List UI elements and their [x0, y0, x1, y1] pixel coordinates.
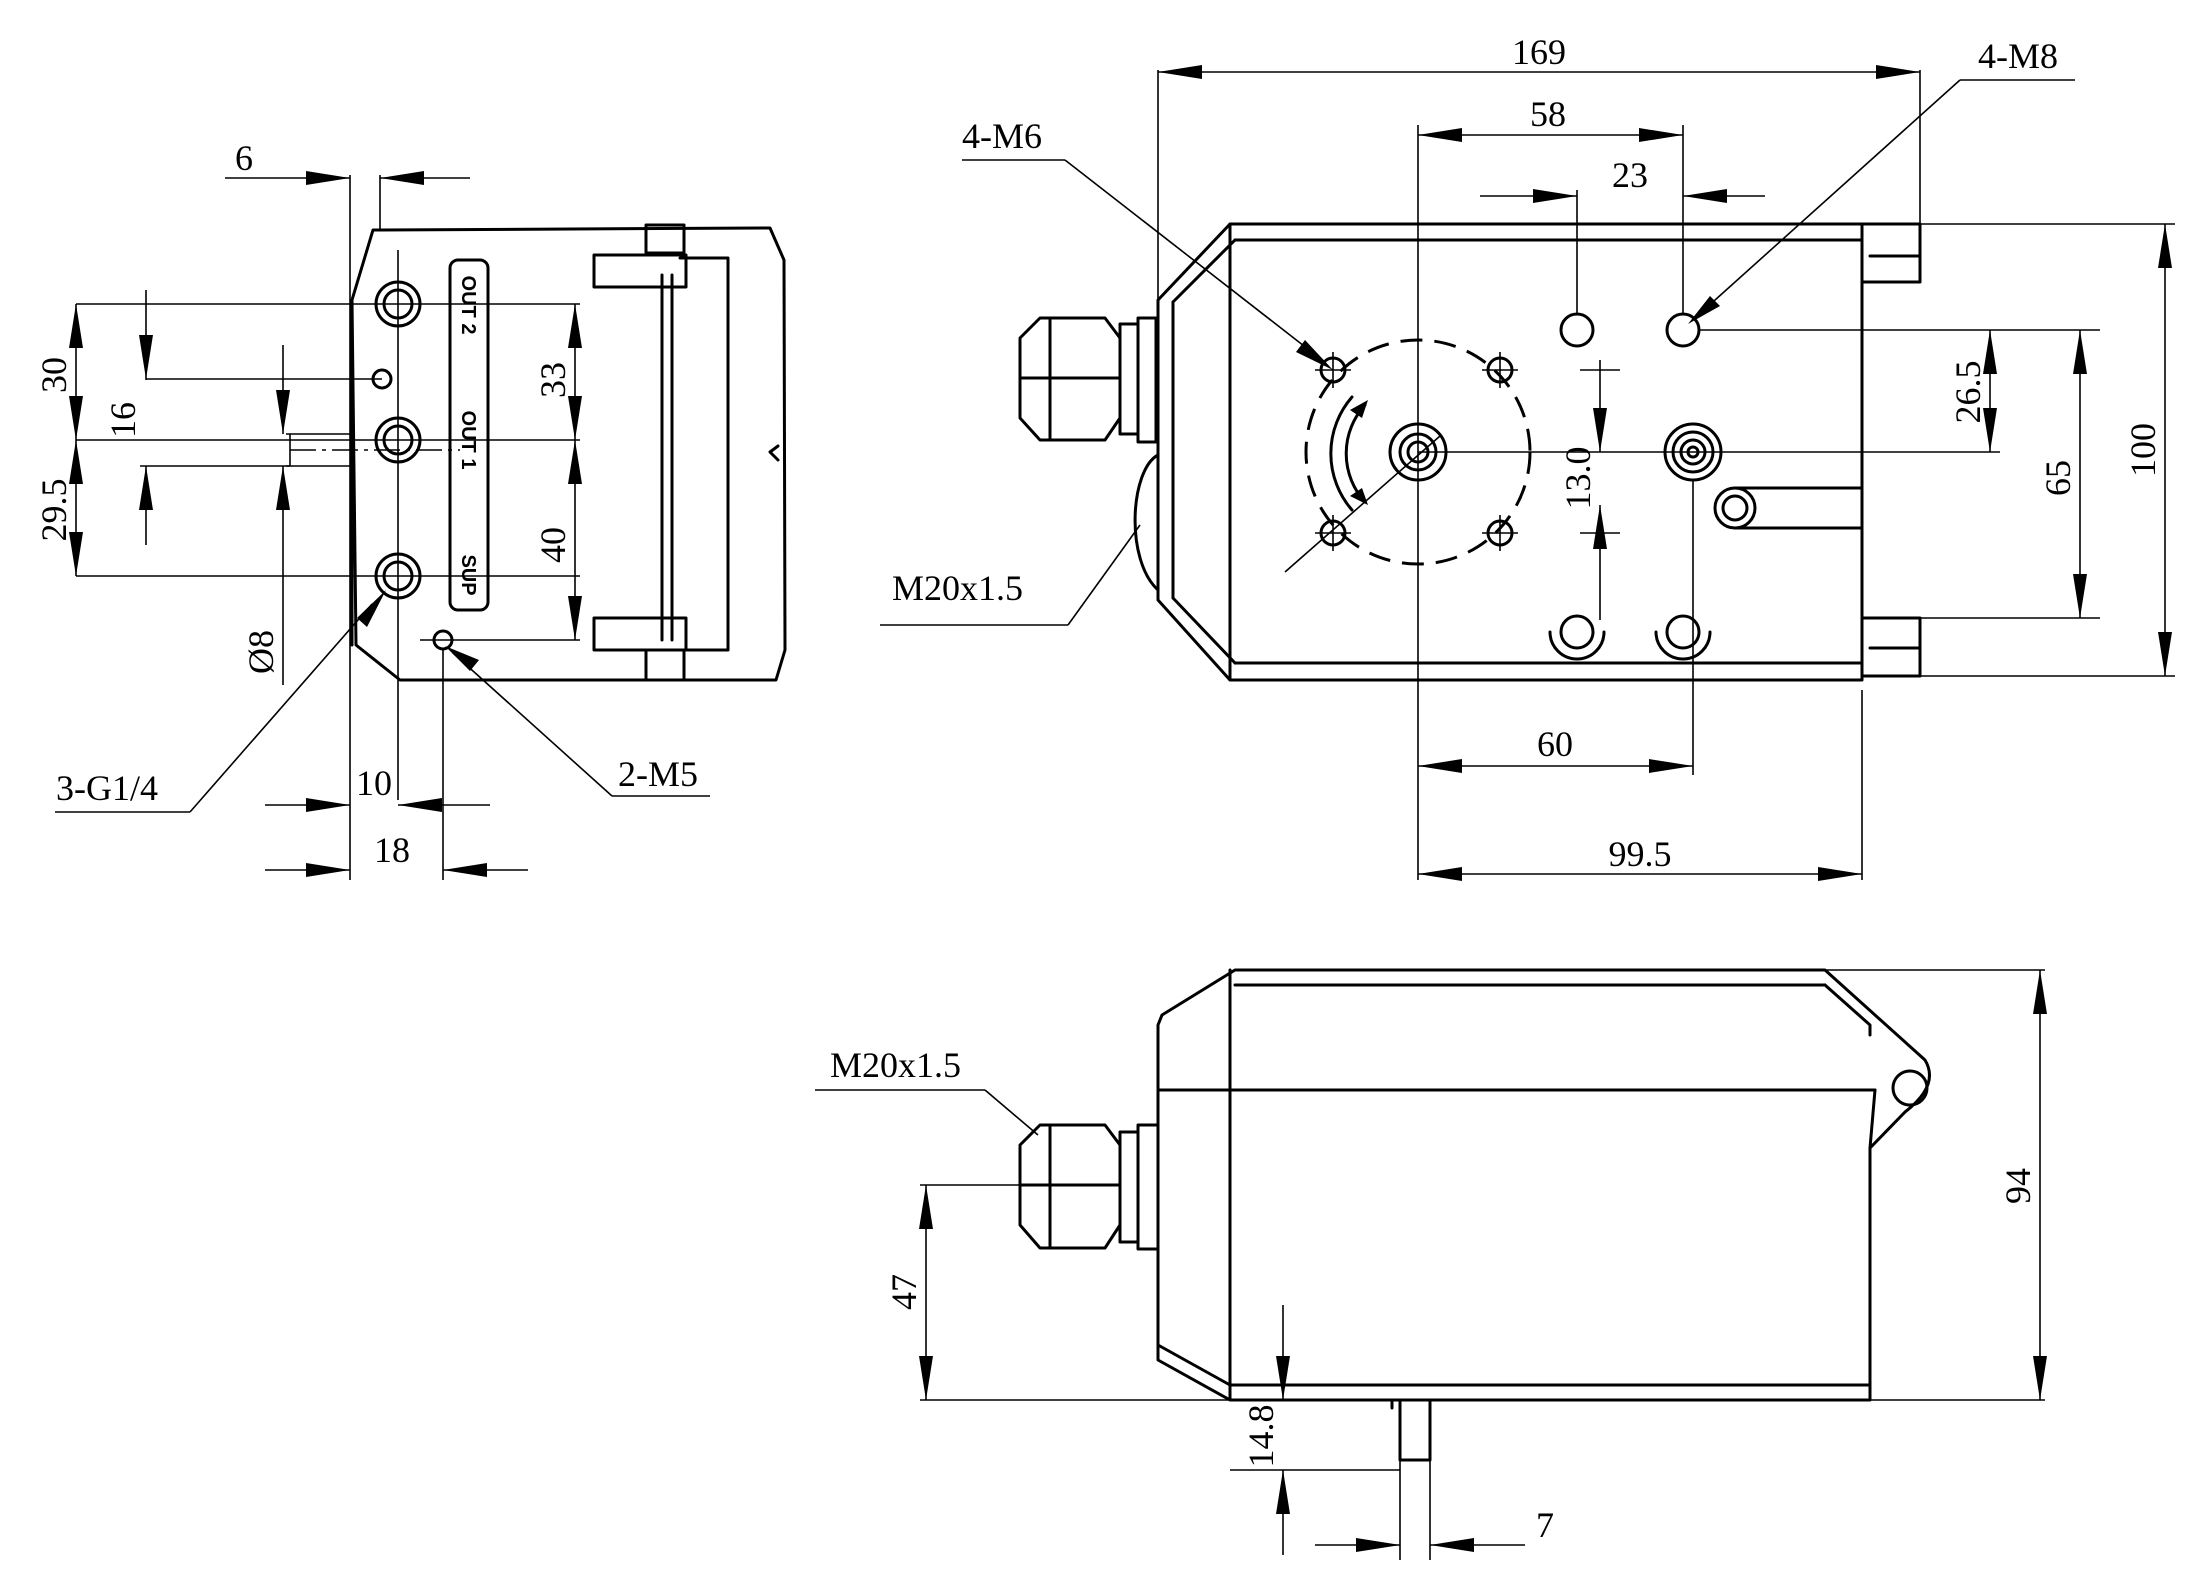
top-m20-boss [1133, 453, 1160, 592]
top-cable-gland [1018, 316, 1160, 444]
lower-tab [592, 616, 688, 652]
top-view: 169 58 23 26.5 13.0 65 100 [880, 32, 2175, 881]
dim-169: 169 [1512, 32, 1566, 72]
dim-60: 60 [1537, 724, 1573, 764]
side-view: OUT 2 OUT 1 SUP 6 30 16 [34, 138, 787, 880]
dim-30: 30 [34, 357, 74, 393]
dim-26-5: 26.5 [1948, 361, 1988, 424]
port-label-sup: SUP [457, 554, 479, 595]
dim-phi8: Ø8 [241, 630, 281, 674]
dim-29-5: 29.5 [34, 479, 74, 542]
callout-m20-top: M20x1.5 [892, 568, 1023, 608]
hinge-pin [1891, 1069, 1929, 1107]
dim-65: 65 [2038, 460, 2078, 496]
dim-10: 10 [356, 763, 392, 803]
side-view-frame [678, 256, 730, 652]
front-view-body [1156, 968, 1931, 1402]
dim-33: 33 [533, 362, 573, 398]
dim-16: 16 [103, 402, 143, 438]
output-shaft [1398, 1398, 1432, 1462]
callout-2-m5: 2-M5 [618, 754, 698, 794]
m8-hole-3 [1559, 614, 1595, 650]
dim-14-8: 14.8 [1241, 1405, 1281, 1468]
dim-7: 7 [1536, 1505, 1554, 1545]
dim-100: 100 [2123, 423, 2163, 477]
m8-hole-4 [1665, 614, 1701, 650]
dim-99-5: 99.5 [1609, 834, 1672, 874]
port-label-out2: OUT 2 [457, 276, 479, 335]
upper-tab [592, 253, 688, 289]
callout-m20-front: M20x1.5 [830, 1045, 961, 1085]
dim-47: 47 [884, 1274, 924, 1310]
dim-23: 23 [1612, 155, 1648, 195]
port-label-panel [448, 258, 490, 612]
front-view: 94 47 14.8 7 M20x1.5 [815, 968, 2047, 1560]
pin [1713, 486, 1757, 530]
front-cable-gland [1018, 1123, 1160, 1251]
dim-40: 40 [533, 527, 573, 563]
dim-6: 6 [235, 138, 253, 178]
dim-94: 94 [1998, 1168, 2038, 1204]
dim-18: 18 [374, 830, 410, 870]
dim-13: 13.0 [1558, 447, 1598, 510]
callout-4-m8: 4-M8 [1978, 36, 2058, 76]
callout-4-m6: 4-M6 [962, 116, 1042, 156]
m8-hole-1 [1559, 312, 1595, 348]
dim-58: 58 [1530, 94, 1566, 134]
callout-3-g1-4: 3-G1/4 [56, 768, 158, 808]
